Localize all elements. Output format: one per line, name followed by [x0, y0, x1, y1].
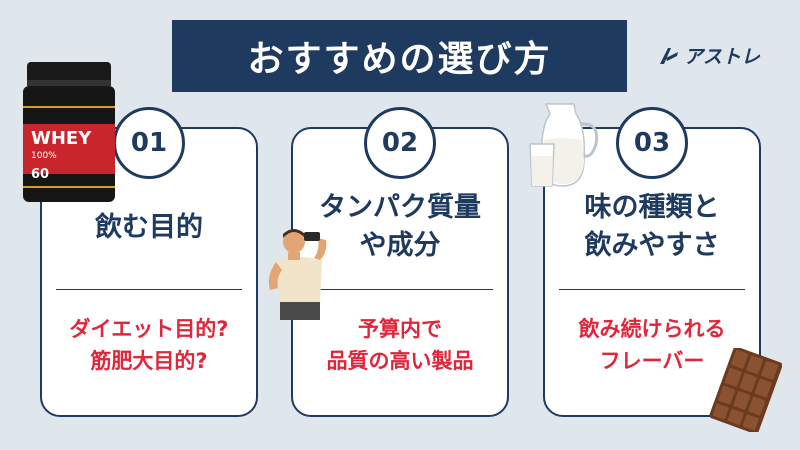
- chocolate-bar-icon: [709, 348, 782, 432]
- card-point: 飲み続けられる フレーバー: [545, 313, 759, 377]
- card-heading: 飲む目的: [95, 212, 203, 243]
- card-protein-content: 02 タンパク質量 や成分 予算内で 品質の高い製品: [291, 107, 509, 417]
- milk-pitcher-icon: [529, 103, 599, 187]
- card-heading: タンパク質量 や成分: [293, 189, 507, 265]
- heading-line: 飲みやすさ: [584, 230, 720, 261]
- card-purpose: 01 飲む目的 ダイエット目的? 筋肥大目的?: [40, 107, 258, 417]
- tub-label: WHEY: [31, 128, 92, 149]
- brand-logo: アストレ: [658, 42, 760, 69]
- page-title: おすすめの選び方: [172, 20, 627, 92]
- point-line: 品質の高い製品: [326, 349, 474, 373]
- point-line: フレーバー: [599, 349, 705, 373]
- card-number: 03: [616, 107, 688, 179]
- heading-line: タンパク質量: [319, 192, 481, 223]
- protein-tub-icon: WHEY 100% 60: [23, 62, 115, 202]
- tub-sub-label: 100%: [31, 151, 57, 161]
- tub-badge: 60: [31, 167, 49, 182]
- point-line: ダイエット目的?: [69, 317, 229, 341]
- heading-line: 味の種類と: [584, 192, 720, 223]
- athlete-drinking-icon: [268, 229, 327, 320]
- brand-mark-icon: [660, 47, 678, 64]
- point-line: 筋肥大目的?: [90, 349, 208, 373]
- card-point: 予算内で 品質の高い製品: [293, 313, 507, 377]
- point-line: 飲み続けられる: [578, 317, 726, 341]
- divider: [56, 289, 242, 290]
- point-line: 予算内で: [358, 317, 442, 341]
- card-number: 02: [364, 107, 436, 179]
- card-point: ダイエット目的? 筋肥大目的?: [42, 313, 256, 377]
- card-number: 01: [113, 107, 185, 179]
- brand-name: アストレ: [684, 46, 761, 68]
- divider: [559, 289, 745, 290]
- heading-line: や成分: [359, 230, 441, 261]
- card-heading: 味の種類と 飲みやすさ: [545, 189, 759, 265]
- divider: [307, 289, 493, 290]
